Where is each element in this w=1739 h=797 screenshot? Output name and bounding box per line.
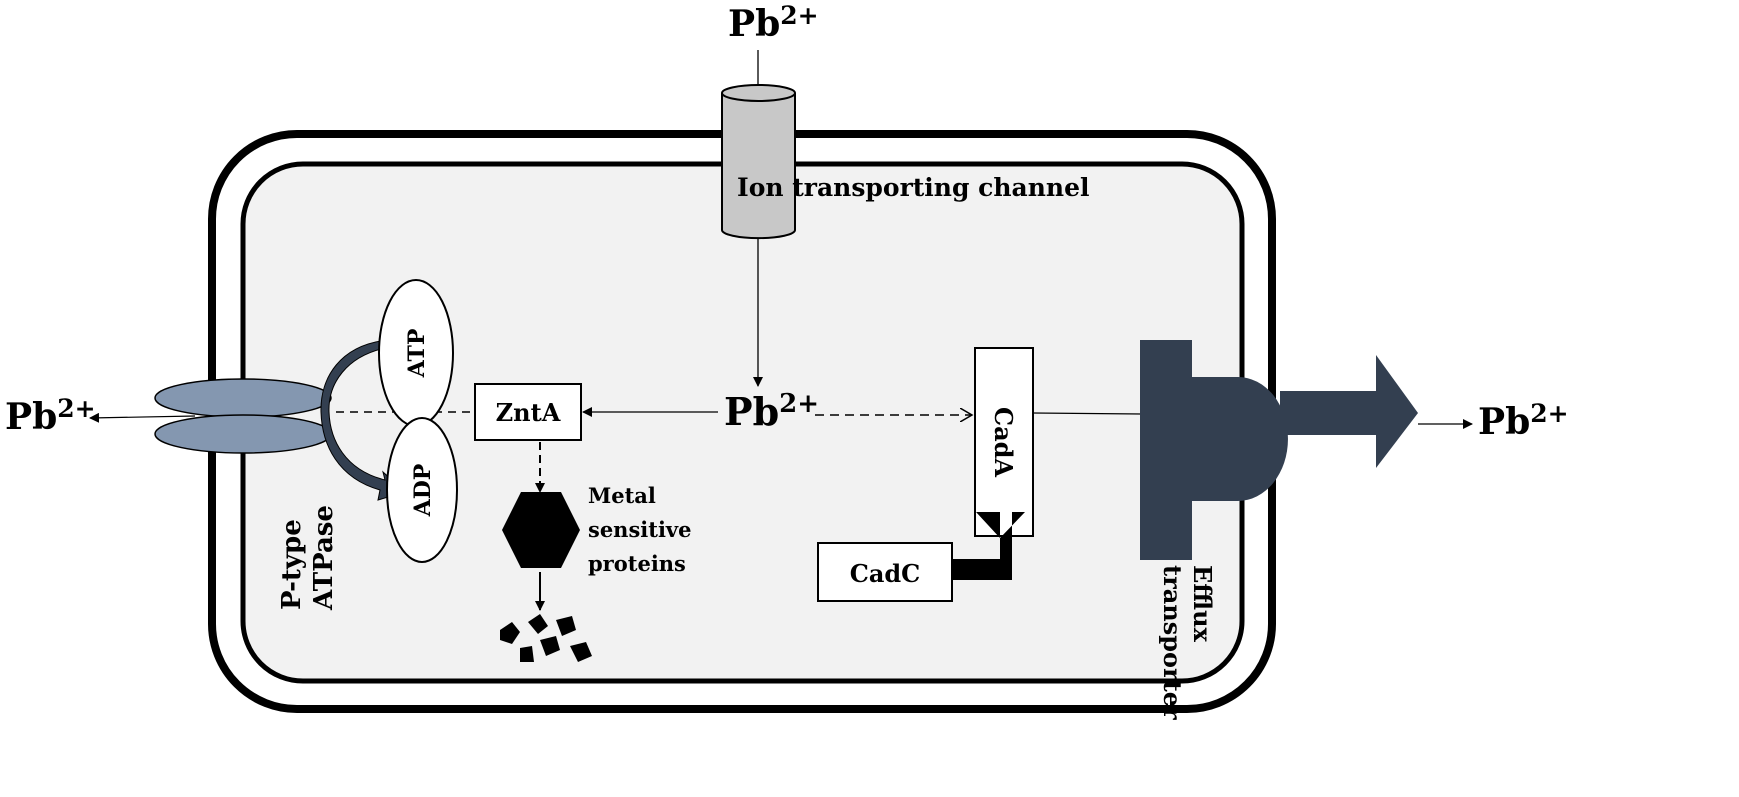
cadc-to-cada-thick-arrow xyxy=(952,512,1025,580)
cada-label: CadA xyxy=(989,407,1018,477)
atp-label: ATP xyxy=(404,329,430,379)
ion-channel-cylinder xyxy=(721,84,796,240)
atpase-subunit-top xyxy=(154,378,332,418)
cada-box xyxy=(974,347,1034,537)
cada-to-efflux-line xyxy=(1032,412,1143,415)
adp-label: ADP xyxy=(410,464,436,518)
atpase-export-arrow xyxy=(89,412,196,423)
degraded-protein-fragments xyxy=(500,614,592,662)
ptype-atpase-label: P-type ATPase xyxy=(277,505,339,611)
cadc-label: CadC xyxy=(850,559,921,588)
metal-proteins-label: Metal sensitive proteins xyxy=(588,483,699,576)
adp-node xyxy=(386,417,458,563)
ion-center: Pb2+ xyxy=(724,389,819,434)
ion-channel-label: Ion transporting channel xyxy=(737,173,1090,202)
efflux-transporter xyxy=(1140,340,1418,560)
metal-sensitive-protein-hexagon xyxy=(502,492,580,568)
ion-left: Pb2+ xyxy=(5,394,96,438)
ion-right: Pb2+ xyxy=(1478,399,1569,443)
znta-label: ZntA xyxy=(496,398,561,427)
cadc-box xyxy=(817,542,953,602)
atpase-subunit-bottom xyxy=(154,414,332,454)
znta-box xyxy=(474,383,582,441)
efflux-transporter-label: Efflux transporter xyxy=(1158,565,1217,720)
ion-top: Pb2+ xyxy=(728,1,819,45)
